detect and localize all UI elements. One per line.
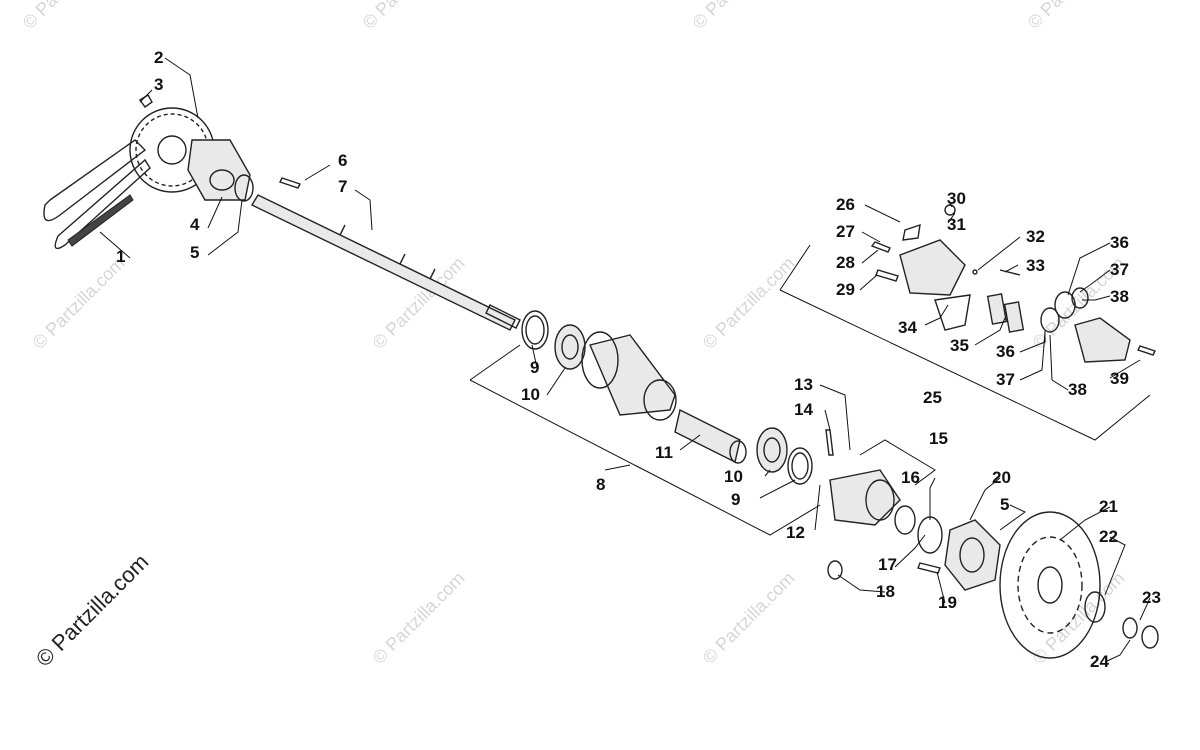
watermark: © Partzilla.com [1029, 568, 1129, 668]
callout-14: 14 [794, 400, 813, 419]
callout-labels: 1 2 3 4 5 6 7 8 9 9 10 10 11 12 13 14 15… [116, 48, 1161, 671]
callout-38: 38 [1110, 287, 1129, 306]
spacer-22 [1084, 591, 1106, 623]
callout-17: 17 [878, 555, 897, 574]
watermark: © Partzilla.com [699, 568, 799, 668]
callout-26: 26 [836, 195, 855, 214]
leader-lines [99, 57, 1151, 663]
callout-10: 10 [724, 467, 743, 486]
snap-ring-17 [917, 516, 943, 554]
callout-8: 8 [596, 475, 605, 494]
callout-19: 19 [938, 593, 957, 612]
bolt-14 [825, 429, 834, 456]
watermark: © Partzilla.com [19, 0, 119, 33]
bracket-15 [829, 469, 901, 526]
watermark: © Partzilla.com [369, 568, 469, 668]
callout-37: 37 [996, 370, 1015, 389]
callout-34: 34 [898, 318, 917, 337]
callout-32: 32 [1026, 227, 1045, 246]
callout-12: 12 [786, 523, 805, 542]
o-ring-16 [894, 505, 916, 535]
watermark: © Partzilla.com [29, 253, 129, 353]
sprocket-hub [187, 139, 254, 202]
callout-3: 3 [154, 75, 163, 94]
callout-29: 29 [836, 280, 855, 299]
callout-18: 18 [876, 582, 895, 601]
callout-35: 35 [950, 336, 969, 355]
spacer-11 [674, 408, 747, 464]
callout-7: 7 [338, 177, 347, 196]
callout-39: 39 [1110, 369, 1129, 388]
callout-27: 27 [836, 222, 855, 241]
callout-16: 16 [901, 468, 920, 487]
callout-9: 9 [530, 358, 539, 377]
bearing-10a [554, 324, 586, 370]
watermark: © Partzilla.com [689, 0, 789, 33]
callout-36: 36 [1110, 233, 1129, 252]
bearing-housing [581, 331, 677, 421]
nut-24 [1141, 625, 1159, 649]
callout-30: 30 [947, 189, 966, 208]
callout-11: 11 [655, 443, 673, 462]
callout-5: 5 [190, 243, 199, 262]
bearing-10b [756, 427, 788, 473]
callout-15: 15 [929, 429, 948, 448]
callout-1: 1 [116, 247, 125, 266]
callout-5: 5 [1000, 495, 1009, 514]
watermark: © Partzilla.com [1024, 0, 1124, 33]
credit-text: © Partzilla.com [31, 549, 154, 672]
seal-9b [787, 447, 813, 485]
callout-24: 24 [1090, 652, 1109, 671]
callout-6: 6 [338, 151, 347, 170]
callout-31: 31 [947, 215, 966, 234]
watermark: © Partzilla.com [359, 0, 459, 33]
callout-2: 2 [154, 48, 163, 67]
bolt-19 [917, 562, 941, 574]
drive-chain [43, 139, 151, 250]
callout-23: 23 [1142, 588, 1161, 607]
hub-20 [944, 519, 1001, 591]
rear-axle [251, 194, 521, 331]
washer-23 [1122, 617, 1138, 639]
callout-36: 36 [996, 342, 1015, 361]
callout-10: 10 [521, 385, 540, 404]
callout-9: 9 [731, 490, 740, 509]
bolt-6 [279, 177, 301, 189]
callout-33: 33 [1026, 256, 1045, 275]
callout-38: 38 [1068, 380, 1087, 399]
nut-18 [827, 560, 843, 580]
callout-4: 4 [190, 215, 200, 234]
callout-21: 21 [1099, 497, 1118, 516]
callout-28: 28 [836, 253, 855, 272]
callout-20: 20 [992, 468, 1011, 487]
callout-13: 13 [794, 375, 813, 394]
brake-disc-21 [999, 511, 1101, 659]
seal-9a [521, 310, 549, 350]
callout-37: 37 [1110, 260, 1129, 279]
watermark: © Partzilla.com [699, 253, 799, 353]
callout-25: 25 [923, 388, 942, 407]
callout-22: 22 [1099, 527, 1118, 546]
brake-caliper-assembly [870, 204, 1156, 363]
